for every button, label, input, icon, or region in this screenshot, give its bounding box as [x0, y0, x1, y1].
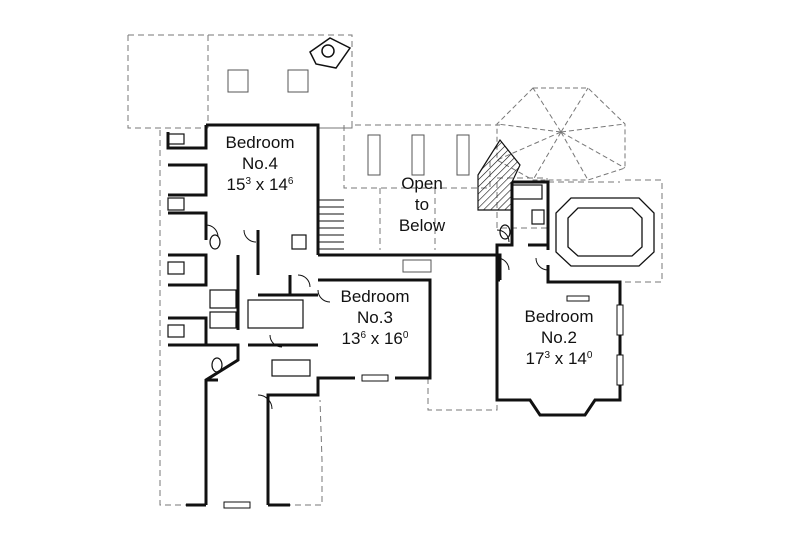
- bedroom-2-number: No.2: [541, 328, 577, 347]
- roof-outline: [127, 34, 663, 506]
- bedroom-2-name: Bedroom: [524, 307, 594, 326]
- bedroom-3-label: Bedroom No.3 136 x 160: [336, 286, 414, 349]
- open-to-below-line-2: to: [414, 195, 430, 214]
- open-to-below-label: Open to Below: [392, 173, 452, 236]
- bathtub: [555, 197, 655, 267]
- skylights: [227, 69, 470, 273]
- bedroom-3-name: Bedroom: [340, 287, 410, 306]
- doors: [205, 224, 549, 410]
- bedroom-4-number: No.4: [242, 154, 278, 173]
- bedroom-4-dimensions: 153 x 146: [226, 175, 294, 194]
- open-to-below-line-1: Open: [401, 174, 443, 193]
- fixtures: [167, 133, 545, 377]
- turret-roof: [496, 87, 626, 181]
- bedroom-3-dimensions: 136 x 160: [341, 329, 409, 348]
- walls: [166, 123, 622, 507]
- bedroom-3-number: No.3: [357, 308, 393, 327]
- chimney: [309, 37, 352, 69]
- open-to-below-line-3: Below: [398, 216, 446, 235]
- bedroom-4-name: Bedroom: [225, 133, 295, 152]
- windows: [223, 295, 624, 509]
- bedroom-2-label: Bedroom No.2 173 x 140: [520, 306, 598, 369]
- bedroom-4-label: Bedroom No.4 153 x 146: [224, 132, 296, 195]
- bedroom-2-dimensions: 173 x 140: [525, 349, 593, 368]
- stairs: [318, 199, 344, 250]
